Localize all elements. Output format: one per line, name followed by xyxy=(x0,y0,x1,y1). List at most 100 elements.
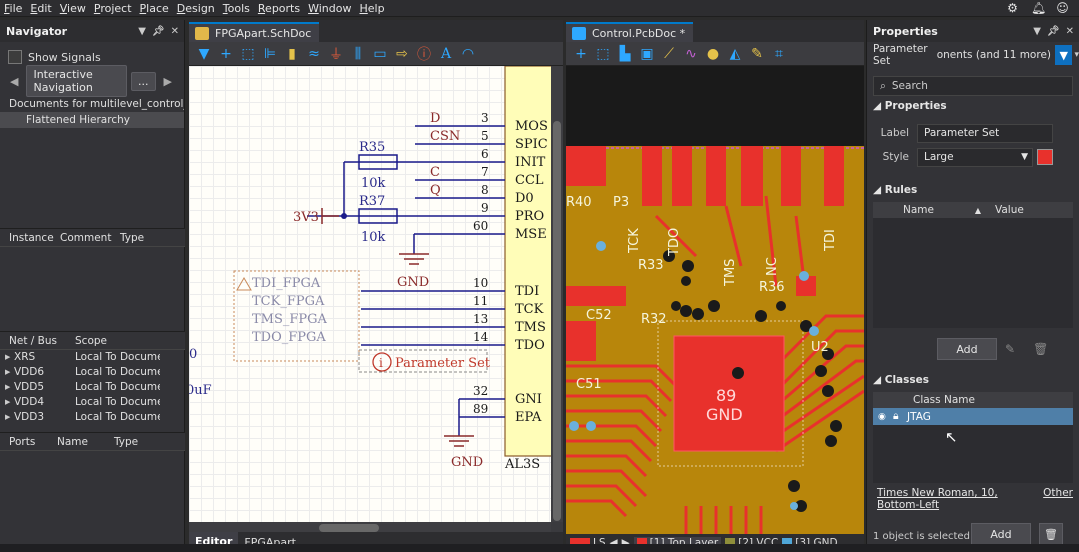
col-ports[interactable]: Ports xyxy=(9,435,36,448)
properties-section-header[interactable]: ◢ Properties xyxy=(873,100,947,112)
component-icon[interactable]: ▣ xyxy=(640,45,654,62)
edit-icon[interactable]: ✎ xyxy=(751,45,763,62)
classes-add-button[interactable]: Add xyxy=(971,523,1031,545)
col-type[interactable]: Type xyxy=(120,231,145,244)
layer-prev-icon[interactable]: ◀ xyxy=(609,537,618,549)
col-comment[interactable]: Comment xyxy=(60,231,112,244)
eye-icon[interactable]: ◉ xyxy=(878,411,886,422)
wire-icon[interactable]: ≈ xyxy=(308,45,320,62)
directive-icon[interactable]: ⓘ xyxy=(417,46,431,63)
menu-design[interactable]: Design xyxy=(176,1,215,15)
menu-tools[interactable]: Tools xyxy=(222,1,250,15)
interactive-navigation-button[interactable]: Interactive Navigation xyxy=(26,65,128,97)
menu-view[interactable]: View xyxy=(59,1,86,15)
panel-menu-icon[interactable]: ▼ xyxy=(1033,25,1041,37)
col-class-name[interactable]: Class Name xyxy=(913,394,975,406)
sheet-symbol-icon[interactable]: ▭ xyxy=(373,45,387,62)
menu-place[interactable]: Place xyxy=(139,1,169,15)
filter-icon[interactable]: ▼ xyxy=(198,45,210,62)
rules-section-header[interactable]: ◢ Rules xyxy=(873,184,918,196)
other-link[interactable]: Other xyxy=(1043,487,1073,499)
col-net-bus[interactable]: Net / Bus xyxy=(9,334,57,347)
select-rect-icon[interactable]: ⬚ xyxy=(241,45,255,62)
schematic-vscroll[interactable] xyxy=(551,66,563,522)
component-icon[interactable]: ▮ xyxy=(288,45,296,62)
schematic-canvas[interactable]: 0 0uF xyxy=(189,66,551,522)
edit-icon[interactable]: ✎ xyxy=(1005,342,1016,356)
tab-pcb[interactable]: Control.PcbDoc * xyxy=(566,22,694,42)
via-icon[interactable]: ● xyxy=(706,45,720,62)
back-arrow-icon[interactable]: ◀ xyxy=(10,74,19,88)
menu-reports[interactable]: Reports xyxy=(257,1,301,15)
style-dropdown[interactable]: Large▼ xyxy=(917,147,1033,167)
pin-number: 6 xyxy=(481,147,489,161)
font-link[interactable]: Times New Roman, 10, Bottom-Left xyxy=(877,487,998,511)
close-icon[interactable]: ✕ xyxy=(1065,25,1074,37)
menu-edit[interactable]: Edit xyxy=(30,1,52,15)
move-icon[interactable]: + xyxy=(575,45,587,62)
menu-file[interactable]: File xyxy=(4,1,23,15)
col-port-type[interactable]: Type xyxy=(114,435,139,448)
document-item[interactable]: Documents for multilevel_control_bo... xyxy=(9,98,184,110)
col-instance[interactable]: Instance xyxy=(9,231,54,244)
pin-icon[interactable]: 📌︎ xyxy=(1046,25,1060,37)
power-icon[interactable]: ⏚ xyxy=(329,46,343,63)
panel-menu-icon[interactable]: ▼ xyxy=(138,25,146,37)
filter-selection-text[interactable]: Parameter Set xyxy=(873,43,928,67)
col-rule-value[interactable]: Value xyxy=(995,204,1024,216)
close-icon[interactable]: ✕ xyxy=(170,25,179,37)
menu-help[interactable]: Help xyxy=(359,1,385,15)
delete-icon[interactable]: 🗑︎ xyxy=(1039,523,1063,545)
label-field-input[interactable]: Parameter Set xyxy=(917,123,1053,143)
font-row: Times New Roman, 10, Bottom-Left Other xyxy=(877,487,1073,511)
chart-icon[interactable]: ▙ xyxy=(619,45,631,62)
r35-value: 10k xyxy=(361,176,386,191)
notification-icon[interactable]: 🔔︎ xyxy=(1031,1,1047,15)
schematic-hscroll[interactable] xyxy=(189,522,551,534)
pcb-canvas[interactable]: 89 GND R40 P3 TCK TDO TDI xyxy=(566,66,864,536)
filter-dropdown-icon[interactable]: ▾ xyxy=(1074,50,1079,60)
arc-icon[interactable]: ◠ xyxy=(461,45,475,62)
delete-icon[interactable]: 🗑︎ xyxy=(1033,342,1049,356)
settings-icon[interactable]: ⚙ xyxy=(1007,1,1018,15)
classes-table-header: Class Name xyxy=(873,392,1073,408)
polygon-icon[interactable]: ◭ xyxy=(729,45,741,62)
tab-schematic[interactable]: FPGApart.SchDoc xyxy=(189,22,320,42)
forward-arrow-icon[interactable]: ▶ xyxy=(163,74,172,88)
lock-icon[interactable]: 🔒︎ xyxy=(893,410,899,422)
menu-window[interactable]: Window xyxy=(308,1,352,15)
rules-add-button[interactable]: Add xyxy=(937,338,997,360)
text-icon[interactable]: A xyxy=(440,45,452,62)
pin-icon[interactable]: 📌︎ xyxy=(151,25,165,37)
col-name[interactable]: Name xyxy=(57,435,88,448)
select-rect-icon[interactable]: ⬚ xyxy=(596,45,610,62)
layer-next-icon[interactable]: ▶ xyxy=(621,537,630,549)
flattened-hierarchy-item[interactable]: Flattened Hierarchy xyxy=(0,112,184,128)
class-row-jtag[interactable]: ◉ 🔒︎ JTAG xyxy=(873,408,1073,425)
sort-icon[interactable]: ▲ xyxy=(974,205,981,215)
filter-funnel-icon[interactable]: ▼ xyxy=(1055,45,1073,65)
col-rule-name[interactable]: Name xyxy=(903,204,934,216)
more-button[interactable]: ... xyxy=(131,71,156,91)
show-signals-checkbox[interactable] xyxy=(8,50,22,64)
classes-section-header[interactable]: ◢ Classes xyxy=(873,374,929,386)
route-icon[interactable]: ⟋ xyxy=(664,45,674,62)
color-swatch[interactable] xyxy=(1037,149,1053,165)
port-icon[interactable]: ⇨ xyxy=(396,45,408,62)
dimension-icon[interactable]: ⌗ xyxy=(775,45,783,62)
bus-icon[interactable]: ⫼ xyxy=(354,45,362,62)
pin-name: TDI xyxy=(515,284,539,299)
user-icon[interactable]: ☺ xyxy=(1056,1,1069,15)
col-scope[interactable]: Scope xyxy=(75,334,107,347)
properties-search-input[interactable]: ⌕ Search xyxy=(873,76,1073,96)
move-icon[interactable]: + xyxy=(220,45,232,62)
tab-pcb-label: Control.PcbDoc * xyxy=(592,26,686,40)
align-icon[interactable]: ⊫ xyxy=(263,45,277,62)
menu-project[interactable]: Project xyxy=(93,1,132,15)
diff-pair-icon[interactable]: ∿ xyxy=(685,45,697,62)
